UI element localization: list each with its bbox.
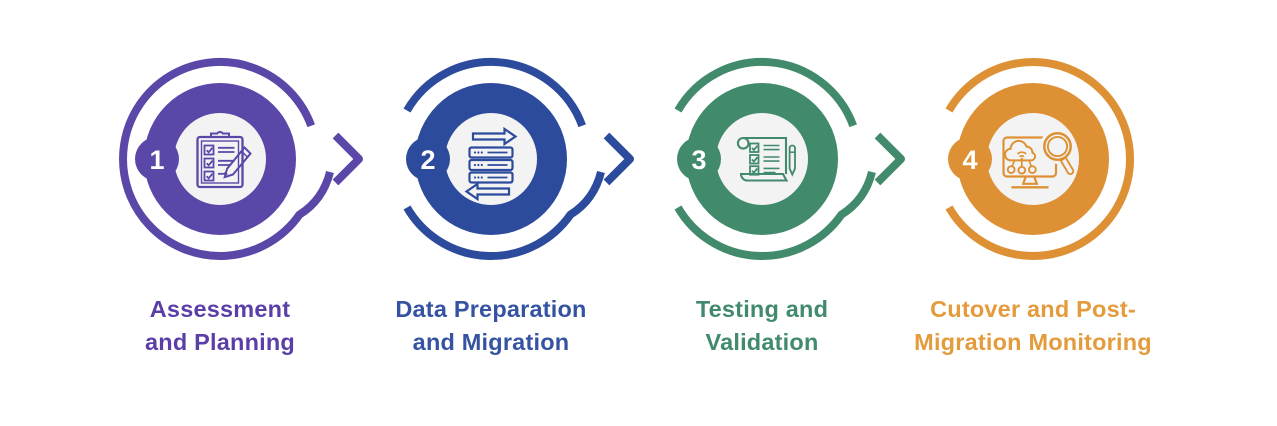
testing-checklist-scroll-icon (736, 136, 796, 182)
step-number: 3 (691, 145, 706, 175)
arrow-right-icon (603, 132, 634, 186)
data-migration-stack-icon (464, 126, 518, 202)
step-label-line1: Testing and (695, 296, 829, 322)
step-ring (119, 58, 334, 260)
step-ring-bottom (674, 170, 876, 260)
step-ring-bottom (403, 170, 605, 260)
step-number-badge (406, 137, 450, 181)
step-4-graphic: 4 (945, 58, 1135, 260)
step-number-badge (677, 137, 721, 181)
step-label-line2: and Migration (412, 329, 570, 355)
step-label-line2: and Planning (145, 329, 295, 355)
icon-backdrop (174, 113, 266, 205)
clipboard-checklist-icon (196, 131, 252, 189)
step-label: Data Preparation and Migration (356, 293, 626, 359)
step-ring (945, 58, 1135, 260)
step-number-badge (135, 137, 179, 181)
step-3-graphic: 3 (674, 58, 905, 260)
step-number: 4 (962, 145, 977, 175)
step-label: Cutover and Post- Migration Monitoring (898, 293, 1168, 359)
step-label-line1: Cutover and Post- (930, 296, 1136, 322)
arrow-right-icon (332, 132, 363, 186)
step-ring-top (674, 58, 857, 128)
arrow-right-icon (874, 132, 905, 186)
cloud-monitoring-magnifier-icon (1002, 129, 1075, 189)
step-label-line1: Assessment (149, 296, 291, 322)
step-label-line2: Validation (705, 329, 819, 355)
process-step-2: 2 Data Preparatio (366, 52, 636, 359)
process-step-1: 1 Assessment and Planning (95, 52, 365, 359)
step-2-graphic: 2 (403, 58, 634, 260)
step-label: Assessment and Planning (85, 293, 355, 359)
process-step-3: 3 Testing and Validation (637, 52, 907, 359)
step-number-badge (948, 137, 992, 181)
step-1-graphic: 1 (119, 58, 363, 260)
step-label-line1: Data Preparation (395, 296, 587, 322)
process-step-4: 4 Cutover and Post- Migration (908, 52, 1178, 359)
step-label-line2: Migration Monitoring (914, 329, 1152, 355)
step-label: Testing and Validation (627, 293, 897, 359)
step-number: 2 (420, 145, 435, 175)
step-ring-top (403, 58, 586, 128)
icon-backdrop (716, 113, 808, 205)
step-number: 1 (149, 145, 164, 175)
